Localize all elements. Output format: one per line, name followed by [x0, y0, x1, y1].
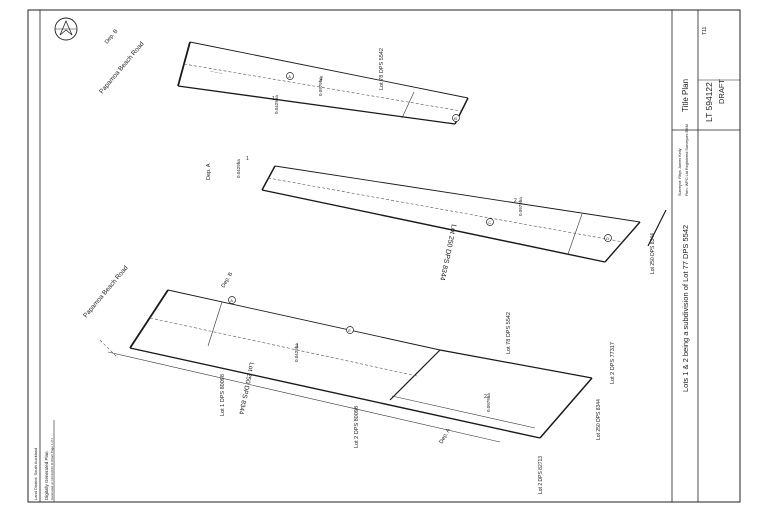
footer-note: Generated on 11/11/2016 11:00am Page 1 o… — [50, 437, 54, 500]
lot250-small: Lot 250 DPS 8344 — [596, 399, 602, 440]
lot2-dps80098: Lot 2 DPS 80098 — [354, 406, 360, 448]
plan-number: LT 594122 — [704, 82, 714, 122]
footer-title: Digitally Generated Plan — [44, 451, 49, 500]
boundary-bot-lot2-north — [439, 349, 593, 379]
road-frontage-top — [177, 41, 191, 87]
plan-status: DRAFT — [717, 79, 726, 104]
marker-circle-e — [346, 326, 354, 334]
boundary-mid-far-east — [647, 209, 667, 247]
lot250-right: Lot 250 DPS 8344 — [650, 233, 656, 274]
area-lot2-bot: 0.0979ha — [486, 393, 491, 412]
marker-c: C — [488, 220, 491, 225]
lot78-top: Lot 78 DPS 5542 — [379, 48, 385, 90]
area-lot1-top: 0.0429ha — [274, 95, 279, 114]
north-arrow-icon — [54, 17, 78, 41]
footer-strip: Land District: South Auckland Digitally … — [33, 10, 55, 502]
lot1-top: 1 — [272, 96, 275, 102]
lot78-bottom: Lot 78 DPS 5542 — [506, 312, 512, 354]
marker-e: E — [348, 328, 351, 333]
marker-circle-b — [452, 114, 460, 122]
lot2-dps77317: Lot 2 DPS 77317 — [610, 342, 616, 384]
dep-a: Dep. A — [206, 163, 212, 180]
plan-surveyor: Surveyor: Rhys James Kelly — [678, 148, 682, 196]
boundary-mid-south — [261, 189, 606, 263]
marker-d: D — [606, 236, 609, 241]
land-district: Land District: South Auckland — [33, 448, 38, 500]
lot1-mid: 1 — [246, 156, 249, 162]
boundary-top-north — [189, 41, 469, 99]
plan-firm: Firm: WPC Ltd Registered Surveyors BKM — [685, 124, 689, 196]
sheet-ref: T11 — [702, 27, 708, 35]
lot2-bottom: 2 — [484, 394, 487, 400]
lot1-bottom: 1 — [296, 344, 299, 350]
boundary-bot-south — [129, 347, 541, 439]
area-lot2-mid: 0.0979ha — [518, 197, 523, 216]
boundary-bot-mid — [389, 349, 441, 401]
boundary-top-south — [177, 85, 456, 125]
marker-circle-a — [286, 72, 294, 80]
marker-a: A — [288, 74, 291, 79]
area-lot1-mid: 0.0429ha — [236, 159, 241, 178]
road-frontage-bottom — [129, 289, 169, 349]
lot1-dps80098: Lot 1 DPS 80098 — [220, 374, 226, 416]
marker-b: B — [454, 116, 457, 121]
area-lot1-bot: 0.0429ha — [294, 343, 299, 362]
lot2-mid: 2 — [514, 198, 517, 204]
marker-circle-a2 — [228, 296, 236, 304]
title-block: Title Plan LT 594122 DRAFT Surveyor: Rhy… — [671, 10, 740, 502]
plan-title: Title Plan — [681, 79, 690, 112]
boundary-bot-east — [539, 377, 593, 439]
boundary-bot-north — [167, 289, 441, 351]
sheet-frame — [27, 9, 741, 503]
area-lot2-top: 0.0979ha — [318, 77, 323, 96]
marker-circle-c — [486, 218, 494, 226]
bearing-text: — — — — [210, 69, 223, 75]
lot2-dps82713: Lot 2 DPS 82713 — [538, 456, 544, 494]
plan-subtitle: Lots 1 & 2 being a subdivision of Lot 77… — [681, 225, 690, 392]
marker-circle-d — [604, 234, 612, 242]
marker-a-bottom: A — [230, 298, 233, 303]
lot2-top: 2 — [320, 76, 323, 82]
boundary-mid-north — [274, 165, 641, 223]
